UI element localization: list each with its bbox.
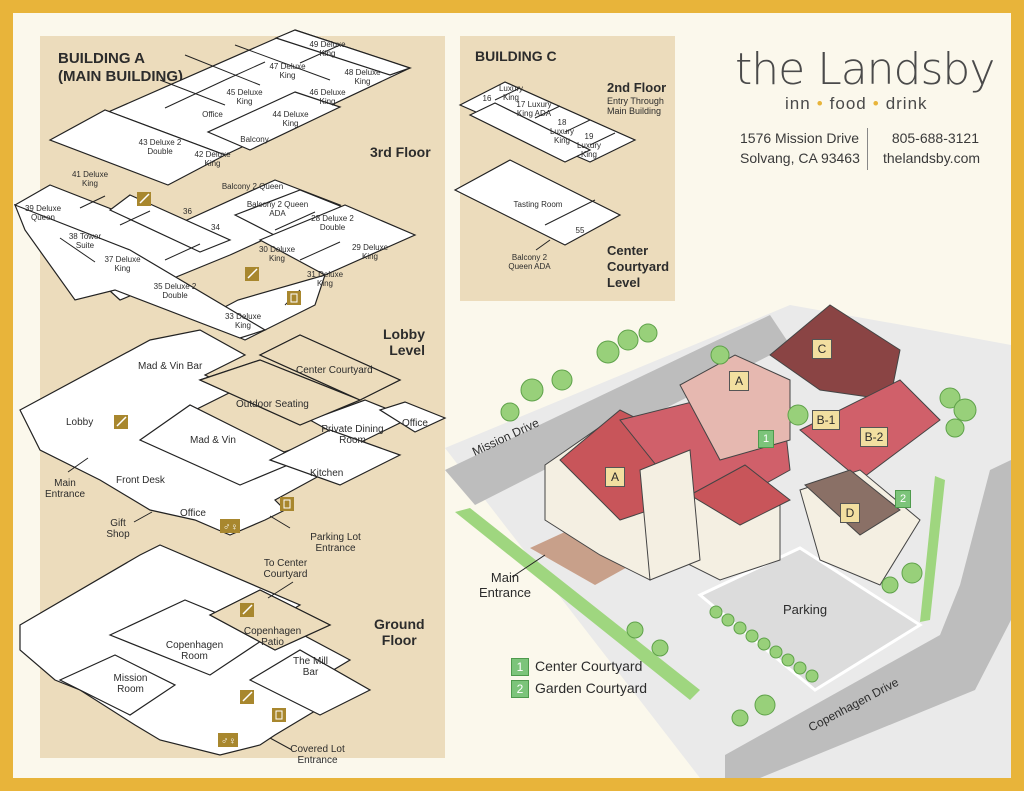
room-mad-vin: Mad & Vin xyxy=(190,435,236,446)
third-floor-plan xyxy=(13,29,417,341)
room-38: 38 Tower Suite xyxy=(68,232,102,250)
room-lobby: Lobby xyxy=(66,417,94,428)
website-link[interactable]: thelandsby.com xyxy=(883,150,981,166)
room-43: 43 Deluxe 2 Double xyxy=(138,138,182,156)
room-42: 42 Deluxe King xyxy=(194,150,231,168)
room-office-lobby: Office xyxy=(402,418,428,429)
lobby-level-plan: ♂♀ xyxy=(19,329,447,536)
room-49: 49 Deluxe King xyxy=(309,40,346,58)
room-16: 16 xyxy=(482,94,492,103)
room-37: 37 Deluxe King xyxy=(104,255,141,273)
gift-shop-label: Gift Shop xyxy=(106,518,130,540)
ground-floor-plan: ♂♀ xyxy=(19,544,372,756)
brand-tagline: inn•food•drink xyxy=(785,94,928,113)
room-29: 29 Deluxe King xyxy=(351,243,389,261)
building-c-title: BUILDING C xyxy=(475,48,557,64)
legend-label-1: Center Courtyard xyxy=(535,658,643,674)
legend-badge-1: 1 xyxy=(511,658,529,676)
room-mission: Mission Room xyxy=(113,673,148,695)
svg-text:♂♀: ♂♀ xyxy=(223,522,238,533)
balcony-2-queen: Balcony 2 Queen xyxy=(221,182,284,191)
lobby-level-label: Lobby Level xyxy=(383,326,425,358)
building-c-second-floor-plan xyxy=(453,81,637,251)
second-floor-label: 2nd Floor xyxy=(607,80,667,95)
courtyard-1-badge[interactable]: 1 xyxy=(758,430,774,448)
room-private-dining: Private Dining Room xyxy=(321,424,384,446)
room-copenhagen-patio: Copenhagen Patio xyxy=(243,626,302,648)
tagline-drink: drink xyxy=(885,94,928,113)
room-30: 30 Deluxe King xyxy=(258,245,296,263)
legend-label-2: Garden Courtyard xyxy=(535,680,648,696)
room-front-desk: Front Desk xyxy=(116,475,165,486)
site-main-entrance-label: Main Entrance xyxy=(478,570,532,600)
room-36: 36 xyxy=(183,207,192,216)
room-19: 19 Luxury King xyxy=(576,132,601,159)
room-16-type: Luxury King xyxy=(498,84,523,102)
tagline-inn: inn xyxy=(785,94,811,113)
courtyard-2-badge[interactable]: 2 xyxy=(895,490,911,508)
room-center-courtyard: Center Courtyard xyxy=(296,365,373,376)
room-35: 35 Deluxe 2 Double xyxy=(153,282,197,300)
site-map xyxy=(445,304,1011,778)
phone-number[interactable]: 805-688-3121 xyxy=(891,130,979,146)
room-33: 33 Deluxe King xyxy=(224,312,262,330)
room-mill-bar: The Mill Bar xyxy=(292,656,328,678)
parking-lot-entrance-label: Parking Lot Entrance xyxy=(310,532,361,554)
svg-text:♂♀: ♂♀ xyxy=(221,736,236,747)
room-18: 18 Luxury King xyxy=(549,118,574,145)
site-parking-label: Parking xyxy=(783,602,828,617)
third-floor-label: 3rd Floor xyxy=(370,144,431,160)
contact-divider xyxy=(867,128,868,170)
room-kitchen: Kitchen xyxy=(310,468,344,479)
second-floor-note: Entry Through Main Building xyxy=(607,96,664,116)
address-line2: Solvang, CA 93463 xyxy=(740,150,860,166)
room-55: 55 xyxy=(575,226,585,235)
room-31: 31 Deluxe King xyxy=(306,270,344,288)
room-44: 44 Deluxe King xyxy=(272,110,309,128)
tagline-food: food xyxy=(829,94,867,113)
tasting-room: Tasting Room xyxy=(513,200,563,209)
courtyard-level-label: Center Courtyard Level xyxy=(607,243,670,290)
address-line1: 1576 Mission Drive xyxy=(740,130,860,146)
room-48: 48 Deluxe King xyxy=(344,68,381,86)
brand-logo: the Landsby xyxy=(735,44,995,95)
brand-contact: 805-688-3121 thelandsby.com xyxy=(883,128,981,168)
to-center-courtyard-label: To Center Courtyard xyxy=(263,558,308,580)
balcony-2-queen-ada: Balcony 2 Queen ADA xyxy=(246,200,309,218)
room-outdoor-seating: Outdoor Seating xyxy=(236,399,309,410)
legend-garden-courtyard: 2 Garden Courtyard xyxy=(511,680,647,698)
room-28: 28 Deluxe 2 Double xyxy=(311,214,354,232)
building-a-title-line2: (MAIN BUILDING) xyxy=(58,68,183,85)
office-3f: Office xyxy=(202,110,223,119)
room-copenhagen: Copenhagen Room xyxy=(165,640,224,662)
room-39: 39 Deluxe Queen xyxy=(24,204,62,222)
main-entrance-label: Main Entrance xyxy=(44,478,86,500)
building-b2-badge[interactable]: B-2 xyxy=(860,427,888,447)
building-c-badge[interactable]: C xyxy=(812,339,832,359)
room-mad-vin-bar: Mad & Vin Bar xyxy=(138,361,203,372)
building-a-title: BUILDING A (MAIN BUILDING) xyxy=(58,50,183,86)
room-office-front: Office xyxy=(180,508,206,519)
legend-badge-2: 2 xyxy=(511,680,529,698)
brand-address: 1576 Mission Drive Solvang, CA 93463 xyxy=(740,128,860,168)
room-46: 46 Deluxe King xyxy=(309,88,346,106)
balcony-2-queen-ada-c: Balcony 2 Queen ADA xyxy=(508,253,551,271)
building-a-badge-upper[interactable]: A xyxy=(729,371,749,391)
ground-floor-label: Ground Floor xyxy=(374,616,425,648)
legend-center-courtyard: 1 Center Courtyard xyxy=(511,658,642,676)
restroom-icon xyxy=(220,519,240,533)
room-47: 47 Deluxe King xyxy=(269,62,306,80)
covered-lot-entrance-label: Covered Lot Entrance xyxy=(290,744,345,766)
building-b1-badge[interactable]: B-1 xyxy=(812,410,840,430)
room-41: 41 Deluxe King xyxy=(71,170,109,188)
building-d-badge[interactable]: D xyxy=(840,503,860,523)
building-a-badge-lower[interactable]: A xyxy=(605,467,625,487)
room-45: 45 Deluxe King xyxy=(226,88,263,106)
room-34: 34 xyxy=(211,223,220,232)
restroom-icon xyxy=(218,733,238,747)
building-a-title-line1: BUILDING A xyxy=(58,50,145,67)
room-17: 17 Luxury King ADA xyxy=(516,100,552,118)
balcony-3f: Balcony xyxy=(240,135,269,144)
